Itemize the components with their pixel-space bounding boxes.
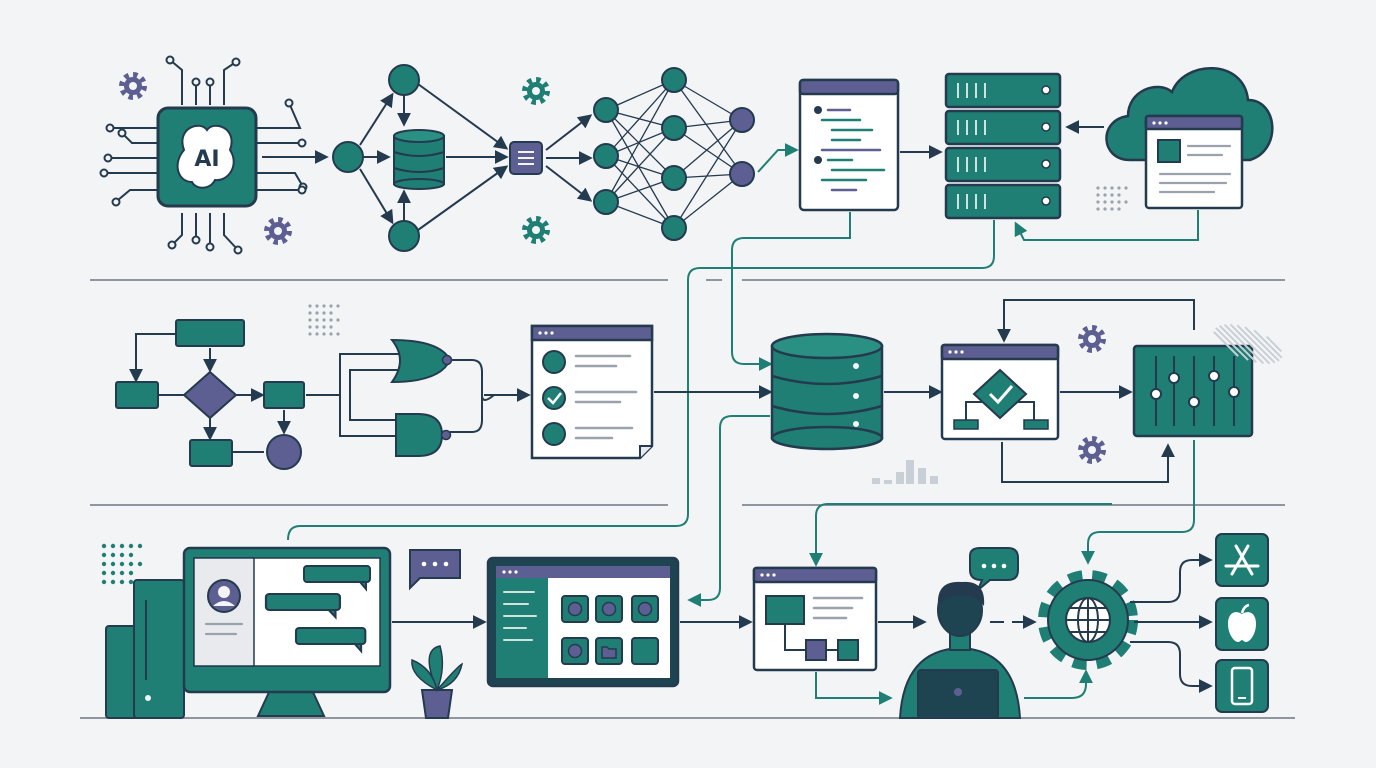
desktop-tower-icon: [105, 579, 185, 719]
database-icon: [393, 129, 445, 190]
equalizer-sliders-icon: [1132, 344, 1254, 438]
browser-window-icon: [1144, 114, 1244, 210]
app-grid-icon: [486, 556, 680, 688]
network-node: [729, 161, 755, 187]
chat-bubble-icon: [969, 547, 1019, 591]
dot-pattern: [101, 543, 143, 585]
chip-label: AI: [194, 147, 219, 172]
monitor-icon: [182, 546, 392, 717]
globe-gear-icon: [1038, 570, 1138, 670]
app-store-icon: [1215, 533, 1269, 587]
laptop-icon: [917, 669, 999, 719]
diagram-window-icon: [752, 566, 878, 672]
decision-window-icon: [940, 343, 1060, 441]
chip-icon: AI: [99, 55, 308, 255]
gear-icon: [525, 219, 547, 241]
network-node: [593, 189, 619, 215]
chat-bubble-icon: [409, 549, 461, 591]
logic-gate-icon: [339, 338, 531, 457]
server-rack-icon: [944, 72, 1062, 220]
neural-network-icon: [545, 67, 755, 241]
data-flow-graph: [332, 64, 543, 252]
network-node: [661, 165, 687, 191]
network-node: [593, 143, 619, 169]
network-node: [661, 215, 687, 241]
gear-icon: [122, 75, 144, 97]
database-icon: [770, 332, 884, 451]
checklist-icon: [530, 324, 654, 460]
flowchart-icon: [115, 319, 340, 470]
dot-pattern: [308, 304, 340, 336]
bar-decoration: [872, 460, 938, 484]
plant-icon: [411, 645, 464, 719]
gear-icon: [525, 80, 547, 102]
network-node: [661, 115, 687, 141]
user-avatar-icon: [207, 579, 241, 613]
mobile-phone-icon: [1215, 659, 1269, 713]
gear-icon: [267, 220, 289, 242]
network-node: [661, 67, 687, 93]
apple-icon: [1215, 597, 1269, 651]
developer-person-icon: [898, 581, 1022, 719]
hatched-circle-decoration: [1213, 323, 1283, 365]
connector-lines: [287, 212, 1195, 607]
gear-icon: [1081, 328, 1103, 350]
network-node: [729, 107, 755, 133]
gear-icon: [1081, 439, 1103, 461]
dot-pattern: [1096, 186, 1128, 211]
code-document-icon: [798, 78, 900, 212]
network-node: [593, 97, 619, 123]
